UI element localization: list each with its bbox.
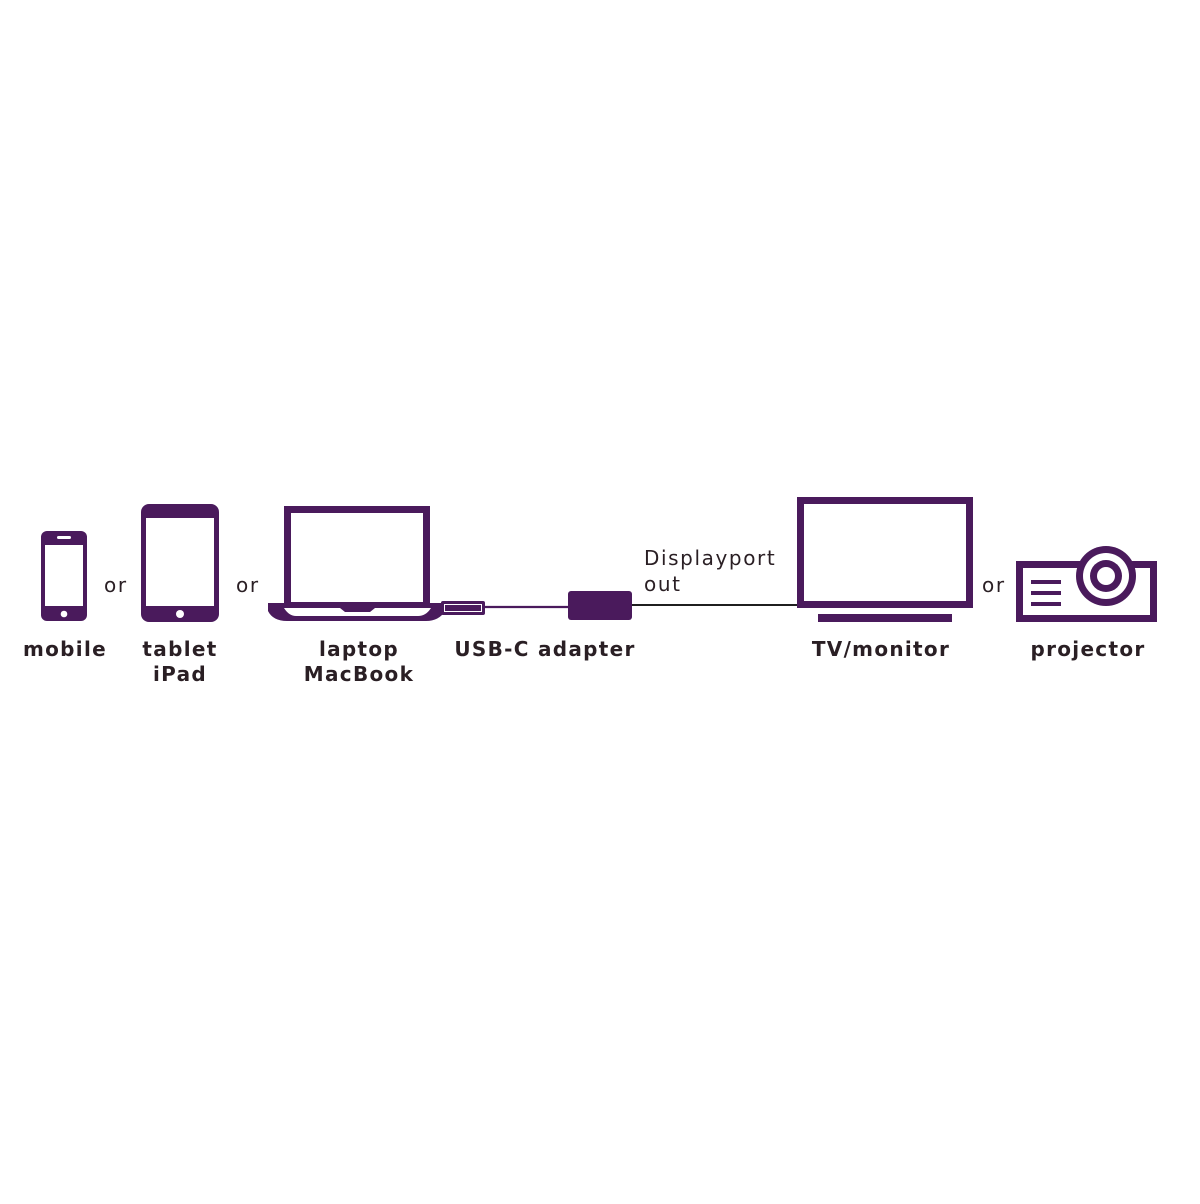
tablet-label-line2: iPad: [153, 662, 207, 686]
tablet-icon: [141, 504, 219, 622]
usb-c-plug-icon: [441, 601, 485, 615]
monitor-icon: [797, 497, 973, 622]
cable-label-line1: Displayport: [644, 546, 777, 570]
or-connector-1: or: [104, 573, 128, 597]
or-connector-2: or: [236, 573, 260, 597]
laptop-label-line1: laptop: [318, 637, 400, 661]
tablet-label-line1: tablet: [142, 637, 218, 661]
adapter-label: USB-C adapter: [454, 637, 636, 661]
cable-label-line2: out: [644, 572, 682, 596]
projector-label: projector: [1030, 637, 1146, 661]
smartphone-icon: [41, 531, 87, 621]
adapter-icon: [568, 591, 632, 620]
projector-icon: [1016, 546, 1157, 622]
laptop-icon: [268, 506, 445, 621]
or-connector-3: or: [982, 573, 1006, 597]
monitor-label: TV/monitor: [811, 637, 951, 661]
mobile-label: mobile: [23, 637, 107, 661]
laptop-label-line2: MacBook: [303, 662, 415, 686]
